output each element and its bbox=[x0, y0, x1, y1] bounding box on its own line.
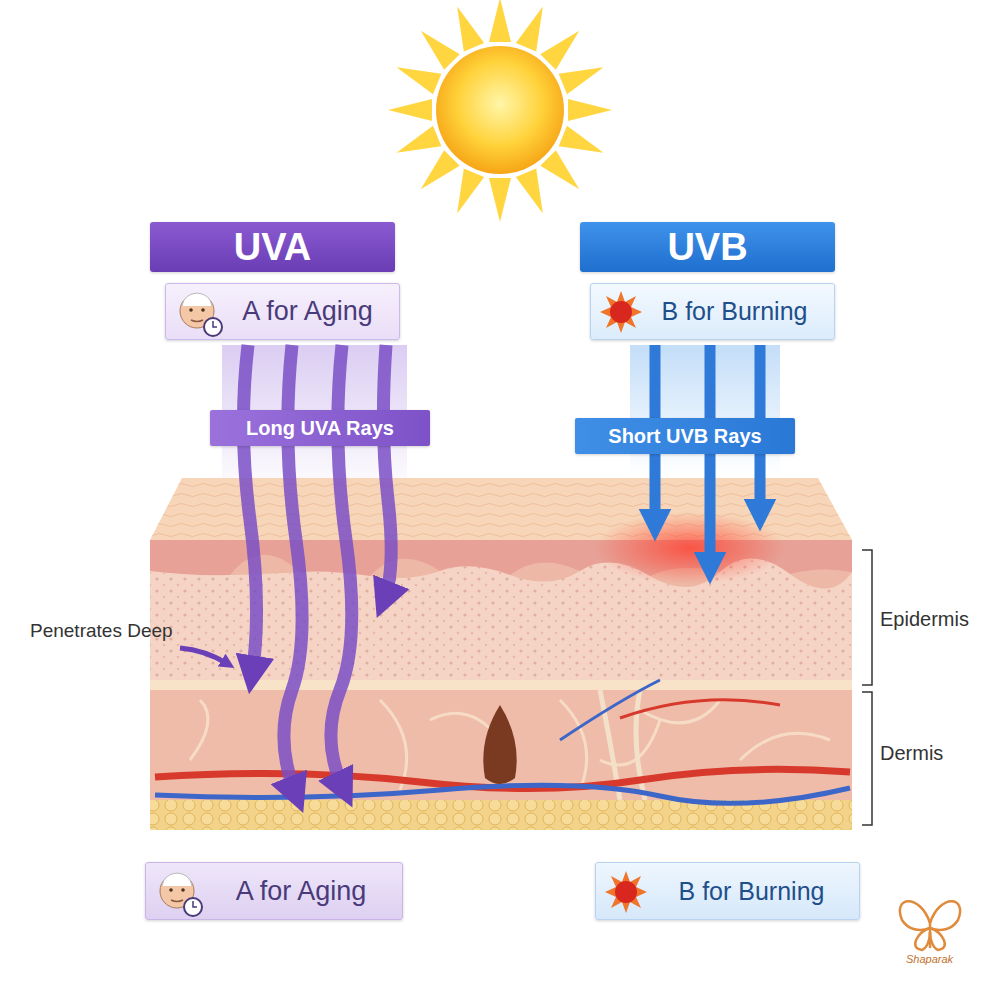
layer-label: Dermis bbox=[880, 742, 943, 765]
burn-icon bbox=[604, 870, 648, 914]
burn-icon bbox=[599, 290, 643, 334]
pointer-arrow bbox=[180, 648, 228, 664]
node-text: A for Aging bbox=[242, 296, 373, 327]
watermark: Shaparak bbox=[906, 953, 953, 965]
burn-glow bbox=[595, 512, 785, 584]
uvb-banner: UVB bbox=[580, 222, 835, 272]
node-text: B for Burning bbox=[662, 297, 808, 326]
node-text: B for Burning bbox=[679, 877, 825, 906]
node-text: A for Aging bbox=[236, 876, 367, 907]
uva-banner: UVA bbox=[150, 222, 395, 272]
sun bbox=[388, 0, 612, 222]
layer-label: Epidermis bbox=[880, 608, 969, 631]
short-rays-band: Short UVB Rays bbox=[575, 418, 795, 454]
layer-brackets bbox=[862, 550, 872, 825]
callout-label: Penetrates Deep bbox=[30, 620, 173, 642]
long-rays-band: Long UVA Rays bbox=[210, 410, 430, 446]
uvb-arrows bbox=[655, 345, 760, 568]
old-face-icon bbox=[174, 288, 224, 338]
node-text: UVA bbox=[234, 226, 311, 269]
node-text: UVB bbox=[667, 226, 747, 269]
butterfly-logo bbox=[900, 901, 960, 950]
node-text: Long UVA Rays bbox=[246, 417, 394, 440]
aging-box: A for Aging bbox=[145, 862, 403, 920]
burning-box: B for Burning bbox=[595, 862, 860, 920]
old-face-icon bbox=[154, 868, 204, 918]
burning-box: B for Burning bbox=[590, 283, 835, 340]
node-text: Short UVB Rays bbox=[608, 425, 761, 448]
aging-box: A for Aging bbox=[165, 283, 400, 340]
